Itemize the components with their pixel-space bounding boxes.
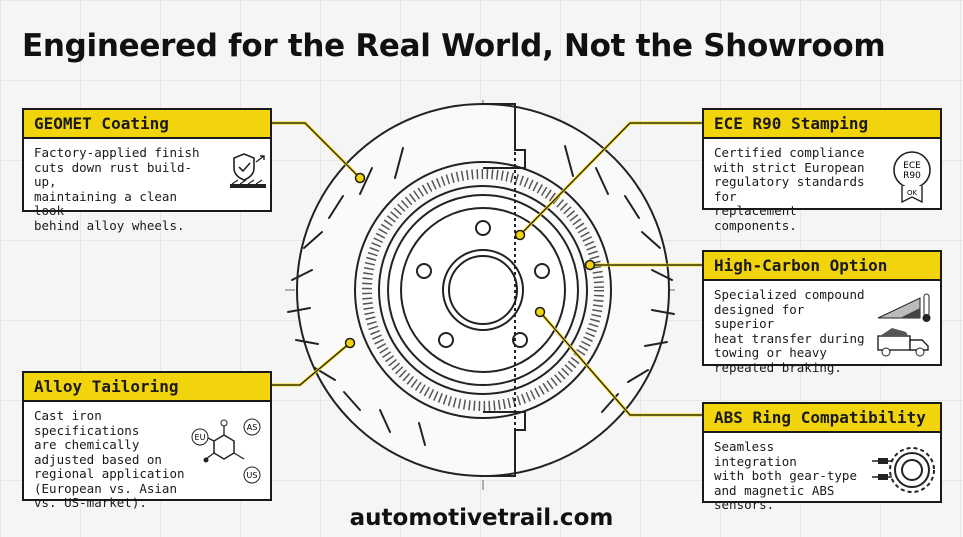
- page-title: Engineered for the Real World, Not the S…: [22, 28, 886, 64]
- callout-abs-ring: ABS Ring Compatibility Seamless integrat…: [702, 402, 942, 512]
- shield-coating-icon: [230, 153, 266, 188]
- svg-text:US: US: [247, 471, 258, 480]
- heat-truck-icon: [877, 293, 931, 357]
- callout-geomet-coating: GEOMET Coating Factory-applied finish cu…: [22, 108, 272, 232]
- abs-sensor-gear-icon: [872, 447, 935, 493]
- ece-r90-badge-icon: ECE R90 OK: [893, 151, 931, 204]
- svg-text:EU: EU: [195, 433, 206, 442]
- callout-alloy-tailoring: Alloy Tailoring Cast iron specifications…: [22, 371, 272, 510]
- callout-high-carbon: High-Carbon Option Specialized compound …: [702, 250, 942, 374]
- callout-heading: High-Carbon Option: [704, 252, 940, 281]
- callout-text: Certified compliance with strict Europea…: [714, 145, 865, 233]
- callout-ece-r90: ECE R90 Stamping Certified compliance wi…: [702, 108, 942, 232]
- badge-ok: OK: [907, 189, 918, 197]
- callout-text: Cast iron specifications are chemically …: [34, 408, 185, 510]
- badge-line-2: R90: [903, 171, 921, 181]
- callout-heading: ECE R90 Stamping: [704, 110, 940, 139]
- callout-heading: ABS Ring Compatibility: [704, 404, 940, 433]
- badge-line-1: ECE: [903, 161, 921, 171]
- callout-text: Factory-applied finish cuts down rust bu…: [34, 145, 200, 233]
- callout-heading: GEOMET Coating: [24, 110, 270, 139]
- callout-heading: Alloy Tailoring: [24, 373, 270, 402]
- callout-text: Seamless integration with both gear-type…: [714, 439, 857, 512]
- callout-text: Specialized compound designed for superi…: [714, 287, 865, 375]
- site-footer-url: automotivetrail.com: [349, 505, 614, 531]
- molecule-regions-icon: EU AS US: [191, 418, 261, 484]
- svg-text:AS: AS: [247, 423, 258, 432]
